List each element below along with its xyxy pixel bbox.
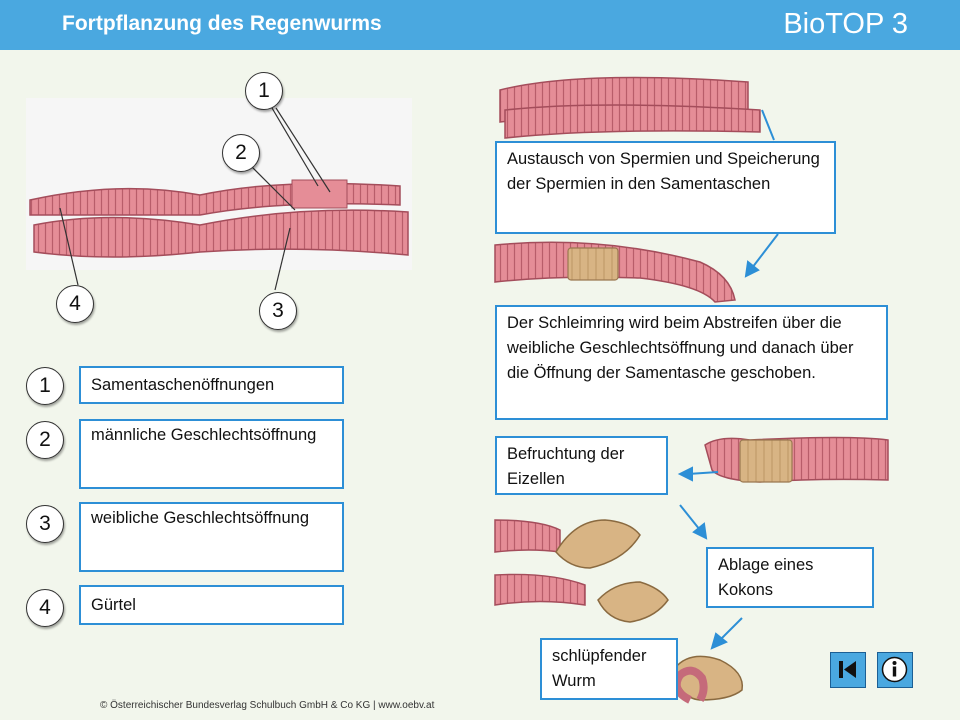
step-box-hatching: schlüpfender Wurm bbox=[540, 638, 678, 700]
back-to-start-button[interactable] bbox=[830, 652, 866, 688]
diagram-label-4: 4 bbox=[56, 285, 94, 323]
step-box-mucus-ring: Der Schleimring wird beim Abstreifen übe… bbox=[495, 305, 888, 420]
mating-worms-diagram bbox=[29, 179, 409, 258]
page-title: Fortpflanzung des Regenwurms bbox=[62, 12, 382, 35]
worm-illustration-1 bbox=[499, 76, 761, 139]
copyright-footer: © Österreichischer Bundesverlag Schulbuc… bbox=[100, 700, 435, 711]
info-button[interactable] bbox=[877, 652, 913, 688]
legend-item-4: Gürtel bbox=[79, 585, 344, 625]
flow-arrows bbox=[677, 109, 779, 650]
hatching-worm-illustration bbox=[672, 655, 744, 704]
header-bar: Fortpflanzung des Regenwurms BioTOP 3 bbox=[0, 0, 960, 50]
legend-item-3: weibliche Geschlechtsöffnung bbox=[79, 502, 344, 572]
worm-illustration-4 bbox=[494, 519, 586, 606]
legend-number-3: 3 bbox=[26, 505, 64, 543]
label-pointer-lines bbox=[59, 107, 331, 291]
info-icon bbox=[881, 656, 908, 683]
diagram-label-3: 3 bbox=[259, 292, 297, 330]
cocoon-illustrations bbox=[555, 519, 669, 623]
legend-number-4: 4 bbox=[26, 589, 64, 627]
skip-to-start-icon bbox=[839, 661, 856, 678]
worm-illustration-3 bbox=[704, 436, 889, 483]
step-box-cocoon: Ablage eines Kokons bbox=[706, 547, 874, 608]
legend-number-2: 2 bbox=[26, 421, 64, 459]
diagram-label-1: 1 bbox=[245, 72, 283, 110]
legend-number-1: 1 bbox=[26, 367, 64, 405]
worm-illustration-2 bbox=[494, 241, 736, 303]
diagram-label-2: 2 bbox=[222, 134, 260, 172]
step-box-sperm-exchange: Austausch von Spermien und Speicherung d… bbox=[495, 141, 836, 234]
step-box-fertilization: Befruchtung der Eizellen bbox=[495, 436, 668, 495]
brand-logo: BioTOP 3 bbox=[783, 8, 908, 40]
legend-item-2: männliche Geschlechtsöffnung bbox=[79, 419, 344, 489]
legend-item-1: Samentaschenöffnungen bbox=[79, 366, 344, 404]
